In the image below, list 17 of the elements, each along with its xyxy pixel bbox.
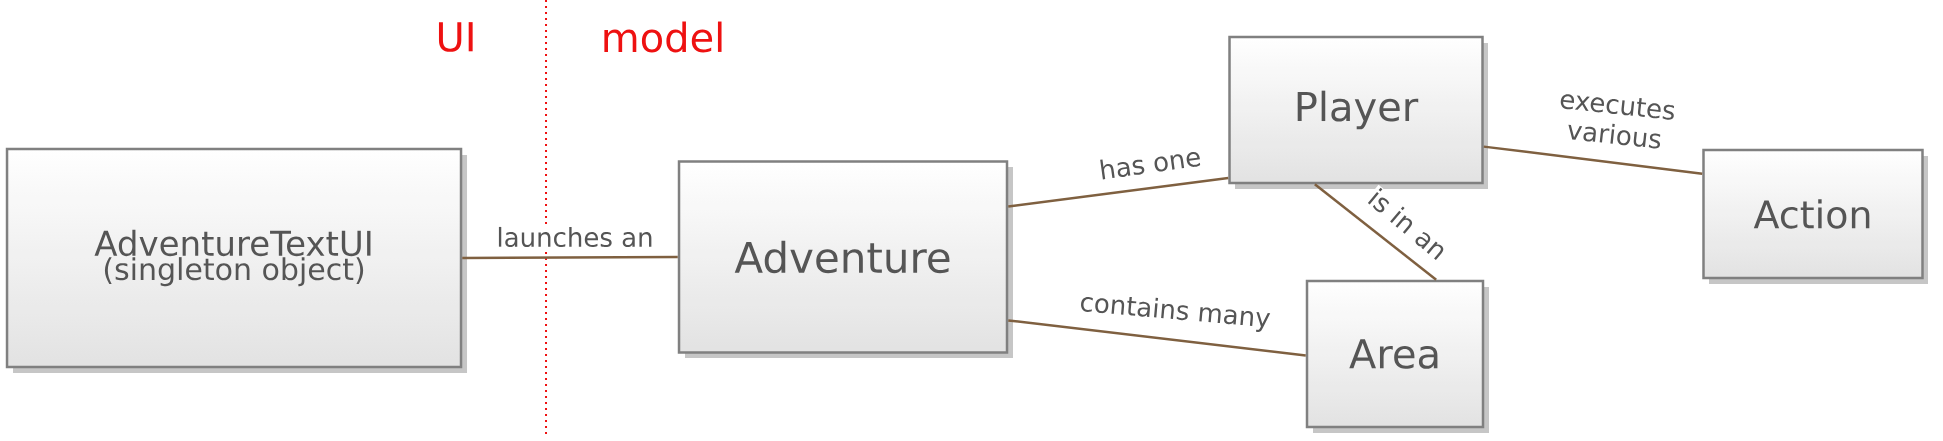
connector [1008,319,1306,357]
connector [462,255,678,260]
class-box: Action [1702,148,1924,280]
edge-label: is in an [1364,184,1452,264]
edge-label: contains many [1077,290,1273,334]
edge-label: has one [1096,144,1204,182]
region-label: UI [438,22,473,52]
class-box: Area [1305,279,1485,429]
connector [1008,176,1229,208]
connector [1314,183,1437,281]
edge-label: executes various [1547,87,1685,153]
connector [1483,145,1703,175]
region-label: model [604,21,722,53]
class-box: Adventure [677,160,1009,354]
class-box: Player [1228,35,1484,185]
edge-label: launches an [495,225,655,249]
class-box: AdventureTextUI (singleton object) [5,147,463,369]
